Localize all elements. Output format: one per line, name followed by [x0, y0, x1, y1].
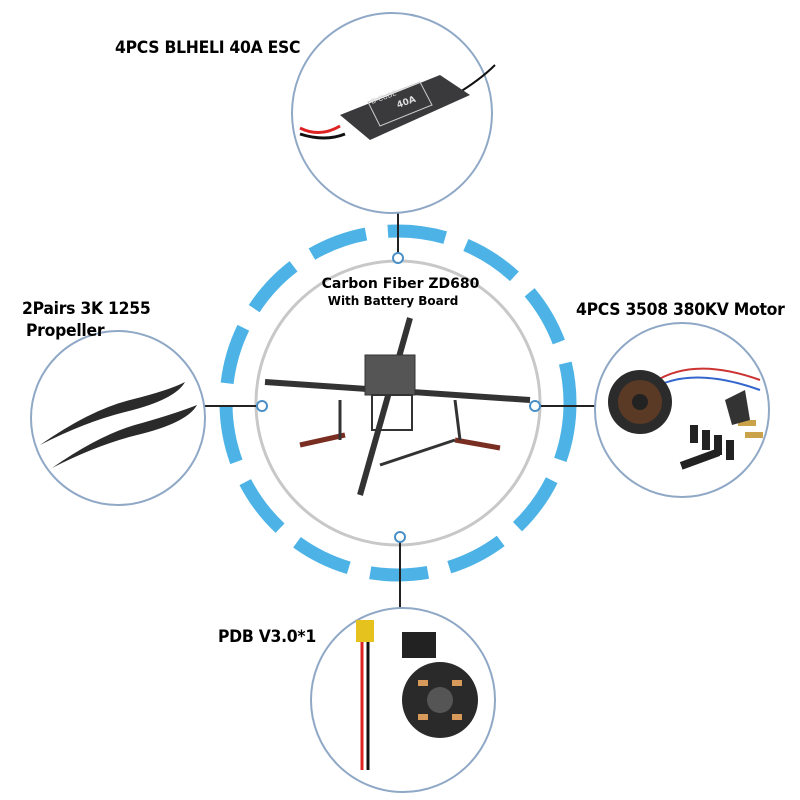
propeller-label-line1: 2Pairs 3K 1255 [22, 299, 151, 319]
propeller-circle [30, 330, 206, 506]
esc-label: 4PCS BLHELI 40A ESC [115, 38, 301, 58]
propeller-label-line2: Propeller [26, 321, 105, 341]
connector-dots [256, 252, 541, 543]
motor-image [608, 367, 763, 470]
frame-label-line1: Carbon Fiber ZD680 [321, 276, 480, 292]
motor-circle [594, 322, 770, 498]
esc-image: B-CUBE 40A [299, 64, 496, 140]
frame-label-line2: With Battery Board [327, 294, 459, 308]
propeller-image [40, 382, 197, 468]
frame-image [264, 317, 531, 496]
connector-lines [205, 212, 597, 608]
motor-label: 4PCS 3508 380KV Motor [576, 300, 785, 320]
pdb-image [356, 620, 478, 770]
pdb-label: PDB V3.0*1 [218, 627, 316, 647]
